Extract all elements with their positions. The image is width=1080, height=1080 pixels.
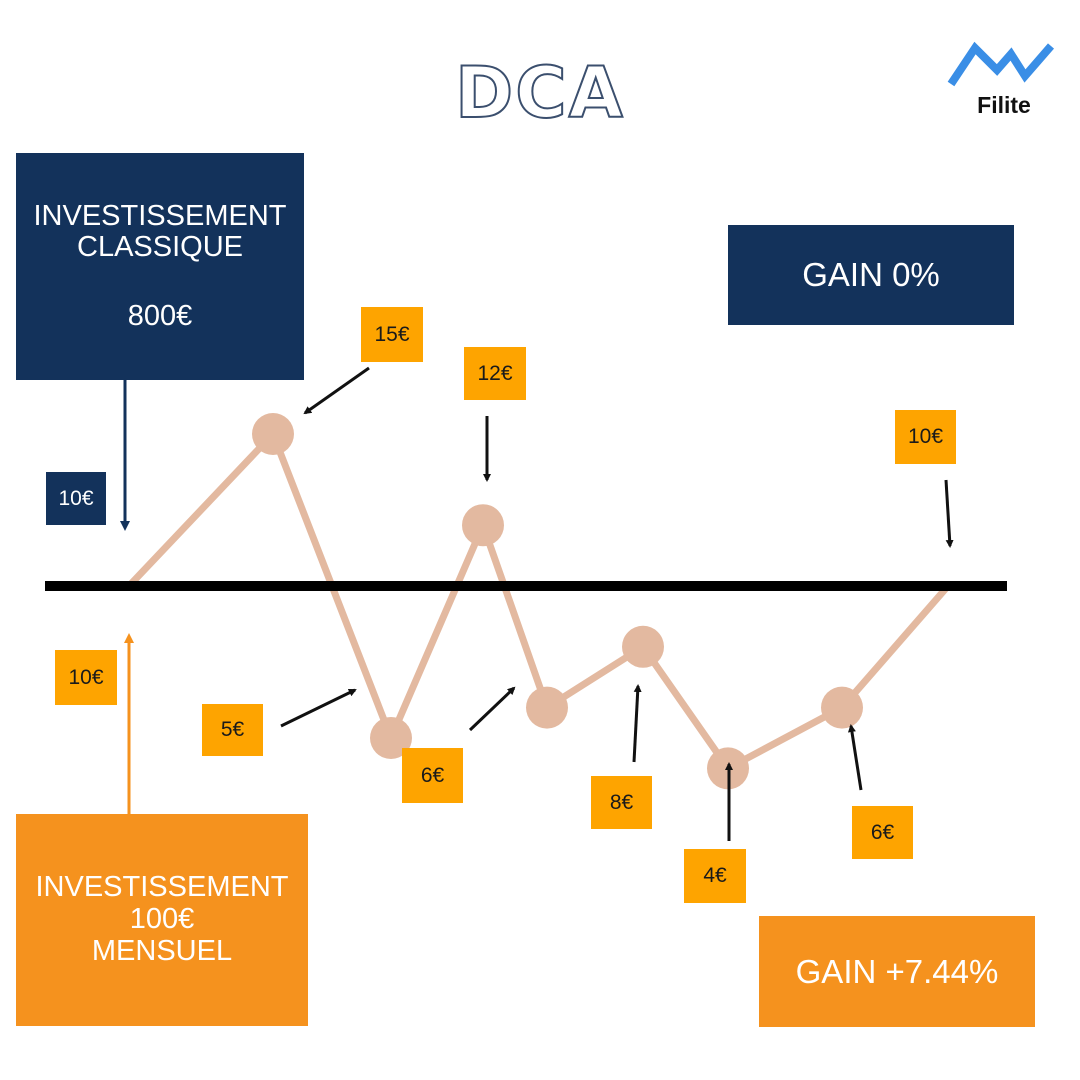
chart-line-icon [947, 41, 1055, 87]
price-point [462, 504, 504, 547]
price-label: 5€ [202, 704, 263, 756]
classic-line2: CLASSIQUE [77, 231, 243, 263]
price-label: 10€ [895, 410, 956, 464]
classic-entry-price-label: 10€ [46, 472, 106, 525]
price-point [526, 686, 568, 729]
price-label: 8€ [591, 776, 652, 829]
price-arrow [944, 479, 954, 548]
price-arrow [468, 686, 516, 732]
price-arrow [280, 688, 357, 728]
price-point [370, 717, 412, 759]
classic-investment-box: INVESTISSEMENT CLASSIQUE 800€ [16, 153, 304, 380]
monthly-line2: 100€ [129, 903, 195, 935]
page-title: DCA [454, 51, 625, 135]
price-label: 4€ [684, 849, 746, 903]
price-arrow [847, 724, 863, 791]
monthly-investment-box: INVESTISSEMENT 100€ MENSUEL [16, 814, 308, 1026]
logo-text: Filite [977, 92, 1031, 118]
price-arrow [632, 684, 642, 763]
price-arrow [303, 366, 370, 415]
price-label: 6€ [402, 748, 463, 803]
classic-line1: INVESTISSEMENT [33, 200, 287, 232]
price-point [821, 686, 863, 729]
price-point [622, 625, 664, 668]
classic-gain-box: GAIN 0% [728, 225, 1014, 325]
monthly-gain-box: GAIN +7.44% [759, 916, 1035, 1027]
classic-amount: 800€ [127, 300, 193, 332]
price-label: 12€ [464, 347, 526, 400]
price-label: 15€ [361, 307, 423, 362]
monthly-entry-price-label: 10€ [55, 650, 117, 705]
monthly-line1: INVESTISSEMENT [35, 871, 289, 903]
price-point [252, 413, 294, 455]
price-label: 6€ [852, 806, 913, 859]
monthly-line3: MENSUEL [91, 935, 233, 967]
